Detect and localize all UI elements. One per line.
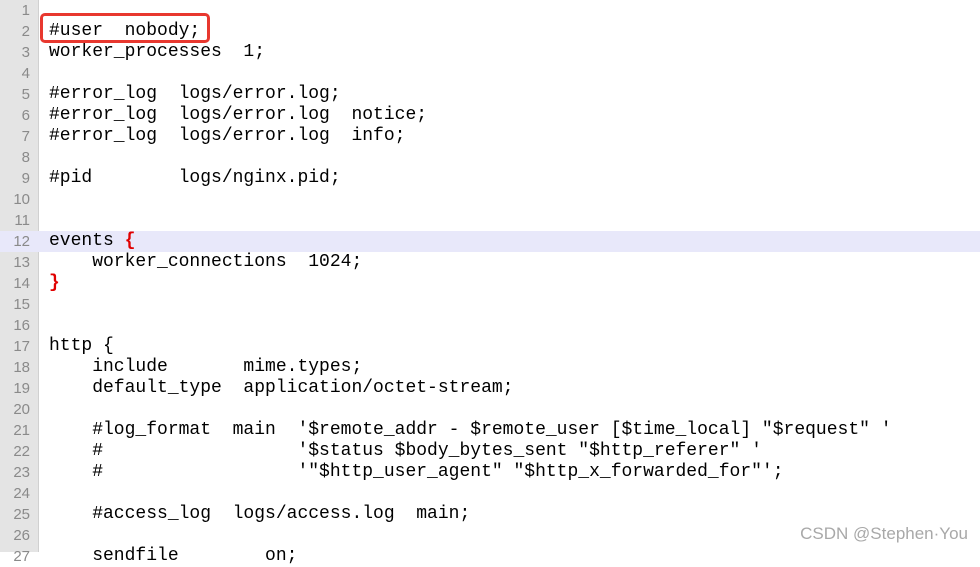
code-line[interactable]: 26 xyxy=(0,525,980,546)
code-content: #pid logs/nginx.pid; xyxy=(49,168,341,188)
code-content: # '"$http_user_agent" "$http_x_forwarded… xyxy=(49,462,784,482)
code-text[interactable]: worker_connections 1024; xyxy=(49,252,362,273)
line-number: 5 xyxy=(21,86,30,103)
code-content: worker_connections 1024; xyxy=(49,252,363,272)
code-line[interactable]: 13 worker_connections 1024; xyxy=(0,252,980,273)
matched-brace: { xyxy=(124,231,136,251)
code-line[interactable]: 18 include mime.types; xyxy=(0,357,980,378)
line-number: 23 xyxy=(13,464,30,481)
code-line[interactable]: 16 xyxy=(0,315,980,336)
code-line[interactable]: 5 #error_log logs/error.log; xyxy=(0,84,980,105)
line-number: 20 xyxy=(13,401,30,418)
code-line[interactable]: 7 #error_log logs/error.log info; xyxy=(0,126,980,147)
code-text[interactable]: #user nobody; xyxy=(49,21,200,42)
code-content: #log_format main '$remote_addr - $remote… xyxy=(49,420,892,440)
code-text[interactable]: default_type application/octet-stream; xyxy=(49,378,513,399)
code-line[interactable]: 2 #user nobody; xyxy=(0,21,980,42)
watermark: CSDN @Stephen·You xyxy=(800,524,968,543)
line-number: 4 xyxy=(21,65,30,82)
code-content: include mime.types; xyxy=(49,357,363,377)
code-line[interactable]: 8 xyxy=(0,147,980,168)
line-number: 26 xyxy=(13,527,30,544)
code-content: # '$status $body_bytes_sent "$http_refer… xyxy=(49,441,762,461)
line-number: 6 xyxy=(21,107,30,124)
code-text[interactable]: # '$status $body_bytes_sent "$http_refer… xyxy=(49,441,762,462)
code-line[interactable]: 20 xyxy=(0,399,980,420)
line-number: 12 xyxy=(13,233,30,250)
code-text[interactable]: worker_processes 1; xyxy=(49,42,265,63)
code-line[interactable]: 4 xyxy=(0,63,980,84)
line-number: 2 xyxy=(21,23,30,40)
code-text[interactable]: events { xyxy=(49,231,135,252)
code-line[interactable]: 15 xyxy=(0,294,980,315)
code-content: #user nobody; xyxy=(49,21,201,41)
line-number: 18 xyxy=(13,359,30,376)
code-line[interactable]: 3 worker_processes 1; xyxy=(0,42,980,63)
line-number: 16 xyxy=(13,317,30,334)
code-line[interactable]: 12 events { xyxy=(0,231,980,252)
line-number: 7 xyxy=(21,128,30,145)
line-number: 27 xyxy=(13,548,30,565)
code-text[interactable]: sendfile on; xyxy=(49,546,297,567)
line-number: 15 xyxy=(13,296,30,313)
line-number: 10 xyxy=(13,191,30,208)
code-content: #access_log logs/access.log main; xyxy=(49,504,471,524)
code-text[interactable]: #access_log logs/access.log main; xyxy=(49,504,470,525)
code-line[interactable]: 21 #log_format main '$remote_addr - $rem… xyxy=(0,420,980,441)
code-line[interactable]: 27 sendfile on; xyxy=(0,546,980,567)
code-text[interactable]: # '"$http_user_agent" "$http_x_forwarded… xyxy=(49,462,784,483)
code-text[interactable]: http { xyxy=(49,336,114,357)
code-text[interactable]: #log_format main '$remote_addr - $remote… xyxy=(49,420,892,441)
code-content: default_type application/octet-stream; xyxy=(49,378,514,398)
line-number: 1 xyxy=(21,2,30,19)
line-number: 11 xyxy=(14,212,30,229)
code-content: http { xyxy=(49,336,114,356)
code-content: #error_log logs/error.log notice; xyxy=(49,105,428,125)
line-number: 8 xyxy=(21,149,30,166)
code-line[interactable]: 23 # '"$http_user_agent" "$http_x_forwar… xyxy=(0,462,980,483)
line-number: 9 xyxy=(21,170,30,187)
code-line[interactable]: 9 #pid logs/nginx.pid; xyxy=(0,168,980,189)
code-line[interactable]: 14} xyxy=(0,273,980,294)
code-text[interactable]: #pid logs/nginx.pid; xyxy=(49,168,341,189)
code-content: events xyxy=(49,231,125,251)
code-text[interactable]: #error_log logs/error.log; xyxy=(49,84,341,105)
code-line[interactable]: 17 http { xyxy=(0,336,980,357)
code-line[interactable]: 6 #error_log logs/error.log notice; xyxy=(0,105,980,126)
line-number: 22 xyxy=(13,443,30,460)
line-number: 21 xyxy=(13,422,30,439)
code-line[interactable]: 25 #access_log logs/access.log main; xyxy=(0,504,980,525)
code-text[interactable]: #error_log logs/error.log info; xyxy=(49,126,405,147)
code-line[interactable]: 22 # '$status $body_bytes_sent "$http_re… xyxy=(0,441,980,462)
line-number: 19 xyxy=(13,380,30,397)
line-number: 24 xyxy=(13,485,30,502)
annotation-box xyxy=(40,13,210,43)
line-number: 25 xyxy=(13,506,30,523)
code-text[interactable]: } xyxy=(49,273,60,294)
code-line[interactable]: 19 default_type application/octet-stream… xyxy=(0,378,980,399)
code-line[interactable]: 24 xyxy=(0,483,980,504)
code-text[interactable]: #error_log logs/error.log notice; xyxy=(49,105,427,126)
code-content: sendfile on; xyxy=(49,546,298,566)
code-content: #error_log logs/error.log; xyxy=(49,84,341,104)
code-content: #error_log logs/error.log info; xyxy=(49,126,406,146)
code-line[interactable]: 10 xyxy=(0,189,980,210)
code-content: worker_processes 1; xyxy=(49,42,266,62)
line-number-gutter xyxy=(0,0,39,552)
line-number: 17 xyxy=(13,338,30,355)
line-number: 3 xyxy=(21,44,30,61)
matched-brace: } xyxy=(49,273,60,293)
line-number: 13 xyxy=(13,254,30,271)
code-line[interactable]: 11 xyxy=(0,210,980,231)
code-line[interactable]: 1 xyxy=(0,0,980,21)
line-number: 14 xyxy=(13,275,30,292)
code-text[interactable]: include mime.types; xyxy=(49,357,362,378)
